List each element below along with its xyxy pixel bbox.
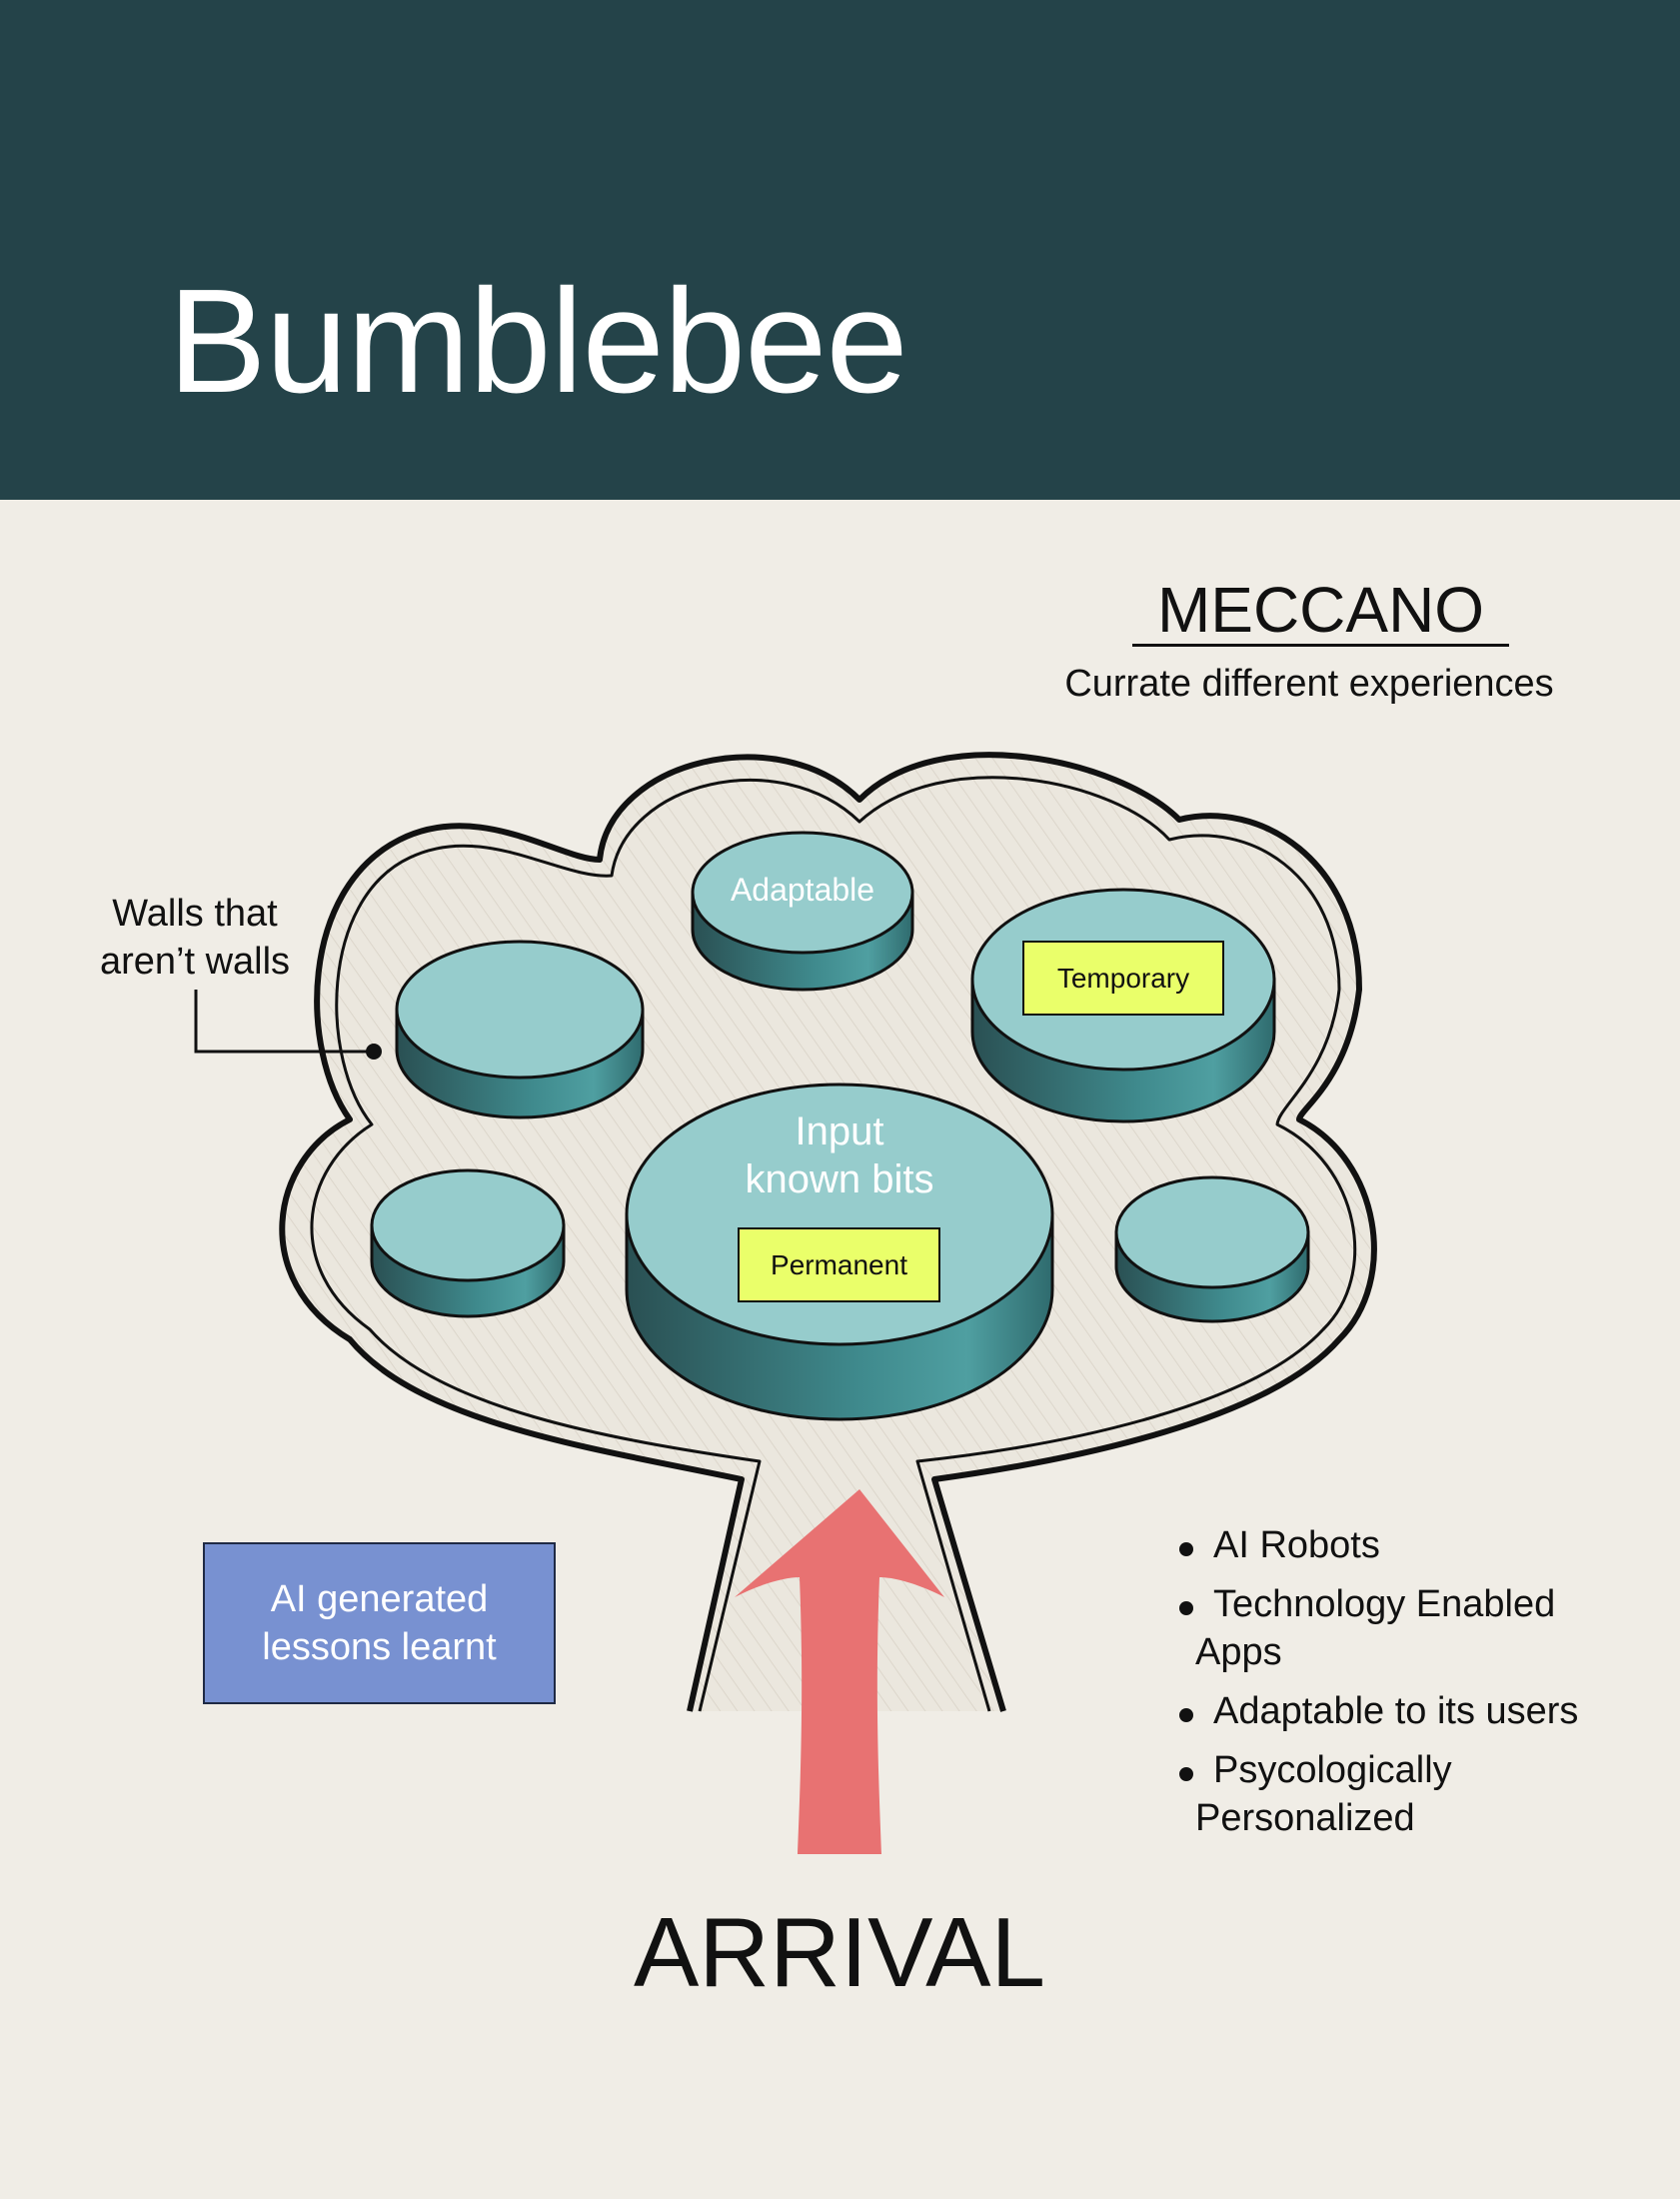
permanent-tag-label: Permanent bbox=[771, 1248, 907, 1280]
walls-callout-line bbox=[194, 990, 382, 1060]
meccano-underline bbox=[1132, 644, 1509, 647]
platform-small-right bbox=[1114, 1175, 1310, 1323]
center-label: Input known bits bbox=[640, 1107, 1039, 1203]
arrival-label: ARRIVAL bbox=[633, 1897, 1046, 2007]
lessons-box: AI generated lessons learnt bbox=[203, 1542, 556, 1704]
platform-adaptable bbox=[691, 831, 914, 992]
platform-small-left-top bbox=[395, 940, 645, 1119]
feature-item-label: AI Robots bbox=[1213, 1524, 1380, 1566]
temporary-tag: Temporary bbox=[1022, 941, 1224, 1016]
arrival-arrow bbox=[735, 1489, 944, 1854]
feature-item-label: Adaptable to its users bbox=[1213, 1690, 1579, 1732]
platform-small-left-bottom bbox=[370, 1168, 566, 1318]
walls-label: Walls that aren’t walls bbox=[99, 893, 291, 983]
temporary-tag-label: Temporary bbox=[1056, 962, 1190, 994]
feature-item: Technology Enabled Apps bbox=[1175, 1580, 1595, 1676]
meccano-subtitle: Currate different experiences bbox=[1064, 663, 1554, 705]
feature-item: Psycologically Personalized bbox=[1175, 1746, 1595, 1842]
feature-list: AI Robots Technology Enabled Apps Adapta… bbox=[1175, 1521, 1595, 1853]
permanent-tag: Permanent bbox=[738, 1227, 940, 1302]
center-label-line1: Input bbox=[795, 1109, 884, 1153]
page-title: Bumblebee bbox=[168, 259, 908, 424]
header-banner: Bumblebee bbox=[0, 0, 1680, 500]
lessons-box-label: AI generated lessons learnt bbox=[262, 1578, 497, 1668]
meccano-title: MECCANO bbox=[1156, 574, 1485, 646]
feature-item: AI Robots bbox=[1175, 1521, 1595, 1569]
center-label-line2: known bits bbox=[745, 1157, 934, 1201]
platform-center bbox=[625, 1083, 1054, 1421]
feature-item-label: Psycologically Personalized bbox=[1195, 1749, 1452, 1839]
adaptable-label: Adaptable bbox=[730, 872, 875, 908]
feature-item-label: Technology Enabled Apps bbox=[1195, 1583, 1556, 1673]
feature-item: Adaptable to its users bbox=[1175, 1687, 1595, 1735]
